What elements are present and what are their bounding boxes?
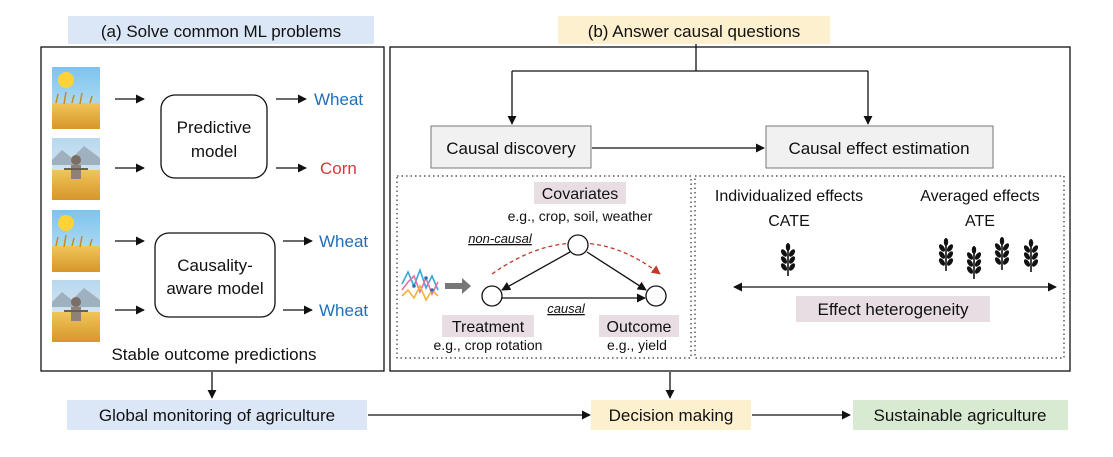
outcome-label: Outcome <box>607 319 672 336</box>
data-input-arrow <box>445 278 471 294</box>
split-arrows <box>507 44 873 125</box>
covariates-node <box>567 234 589 256</box>
causal-discovery-box <box>430 125 592 169</box>
scarecrow-field-image-1 <box>52 138 100 200</box>
sustainable-agriculture-bg <box>853 400 1068 430</box>
causal-effect-estimation-label: Causal effect estimation <box>788 139 969 158</box>
panel-a-header-bg <box>68 16 374 44</box>
panel-a-frame <box>40 46 385 372</box>
causality-aware-model-label-1: Causality- <box>177 256 253 275</box>
predictive-model-label-2: model <box>191 142 237 161</box>
output-label-wheat-2: Wheat <box>319 232 368 251</box>
wheat-icon <box>938 238 954 271</box>
individualized-effects-label: Individualized effects <box>715 188 863 205</box>
sustainable-agriculture-label: Sustainable agriculture <box>874 406 1047 425</box>
causal-effect-estimation-box <box>765 125 994 169</box>
outcome-node <box>645 285 667 307</box>
decision-making-bg <box>591 400 751 430</box>
edge-covariates-treatment <box>501 251 571 291</box>
effect-heterogeneity-label: Effect heterogeneity <box>818 300 969 319</box>
effect-frame <box>694 175 1065 359</box>
averaged-effects-label: Averaged effects <box>920 188 1040 205</box>
causal-discovery-label: Causal discovery <box>446 139 576 158</box>
timeseries-data-icon <box>401 267 439 302</box>
treatment-label: Treatment <box>452 319 525 336</box>
stable-outcome-caption: Stable outcome predictions <box>111 345 316 364</box>
wheat-icon <box>1023 239 1039 272</box>
causality-aware-model-box <box>154 232 276 318</box>
covariates-label-bg <box>534 182 626 204</box>
output-label-corn: Corn <box>320 159 357 178</box>
global-monitoring-label: Global monitoring of agriculture <box>99 406 335 425</box>
sunny-field-image-2 <box>52 210 100 272</box>
edge-covariates-outcome <box>586 251 647 291</box>
covariates-label: Covariates <box>542 186 618 203</box>
effect-heterogeneity-bg <box>796 296 990 322</box>
cate-label: CATE <box>768 213 809 230</box>
predictive-model-label-1: Predictive <box>177 118 252 137</box>
wheat-icons <box>780 237 1039 279</box>
causality-aware-model-label-2: aware model <box>166 279 263 298</box>
treatment-label-bg <box>442 315 534 337</box>
covariates-example: e.g., crop, soil, weather <box>508 208 653 224</box>
panel-b-header: (b) Answer causal questions <box>588 22 801 41</box>
treatment-node <box>481 285 503 307</box>
outcome-label-bg <box>599 315 679 337</box>
causal-label: causal <box>547 301 586 316</box>
panel-a-header: (a) Solve common ML problems <box>101 22 341 41</box>
wheat-icon <box>966 246 982 279</box>
output-label-wheat-1: Wheat <box>314 90 363 109</box>
output-label-wheat-3: Wheat <box>319 301 368 320</box>
predictive-model-box <box>160 94 268 179</box>
non-causal-label: non-causal <box>468 231 533 246</box>
global-monitoring-bg <box>67 400 367 430</box>
treatment-example: e.g., crop rotation <box>434 337 543 353</box>
wheat-icon <box>994 237 1010 270</box>
scarecrow-field-image-2 <box>52 280 100 342</box>
wheat-icon <box>780 243 796 276</box>
decision-making-label: Decision making <box>609 406 734 425</box>
outcome-example: e.g., yield <box>607 337 667 353</box>
causal-graph-frame <box>396 175 692 359</box>
sunny-field-image-1 <box>52 67 100 129</box>
ate-label: ATE <box>965 213 995 230</box>
panel-b-frame <box>389 46 1071 372</box>
panel-b-header-bg <box>558 16 830 44</box>
